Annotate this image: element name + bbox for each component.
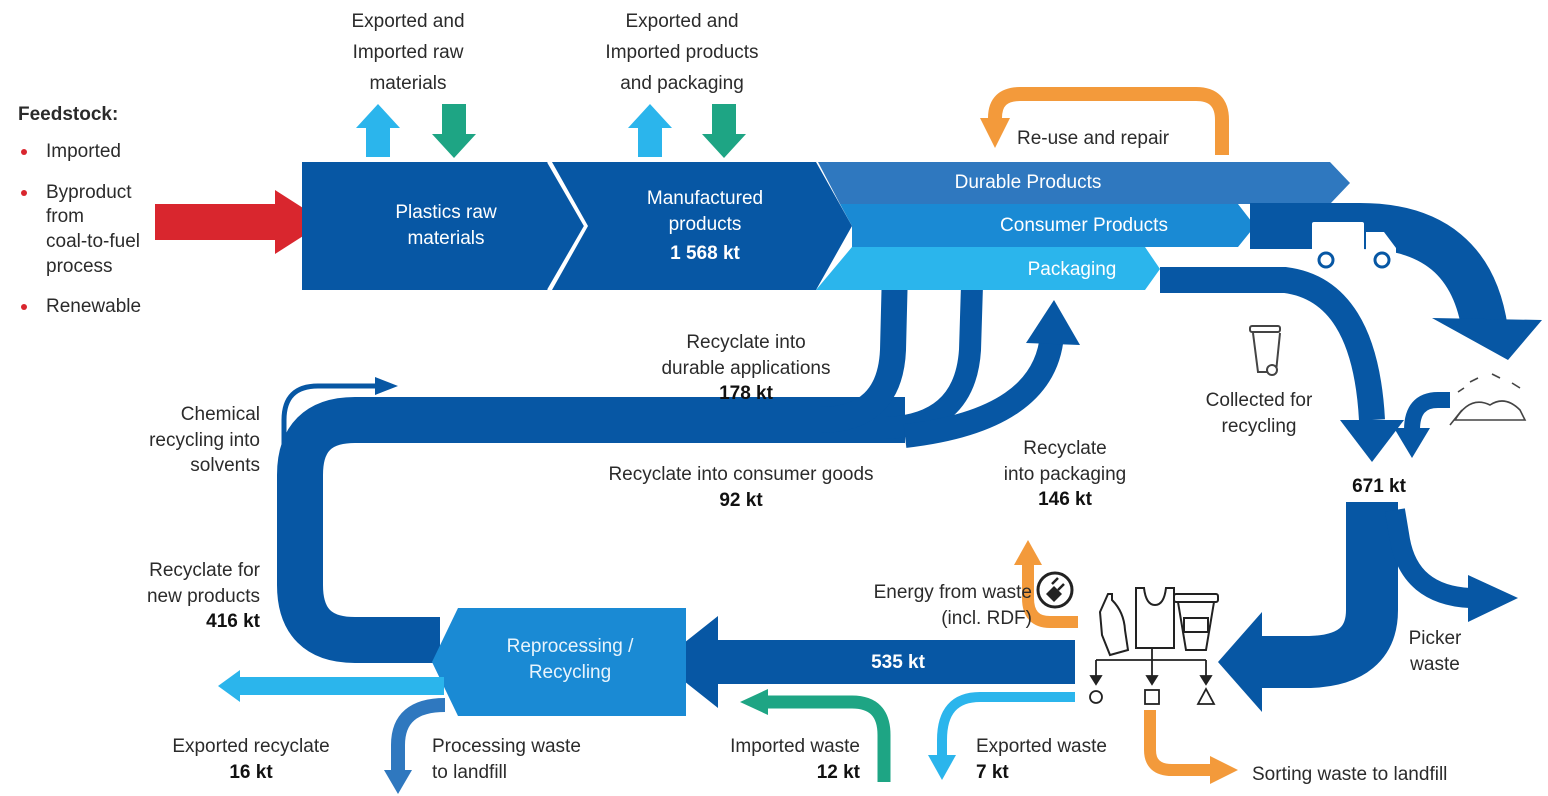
collected-flow	[1160, 267, 1385, 421]
reuse-label: Re-use and repair	[1017, 128, 1170, 149]
feedstock-item-renewable: Renewable	[18, 295, 141, 320]
energy-label: Energy from waste(incl. RDF)	[873, 582, 1032, 629]
to-sorting-arrowhead	[1218, 612, 1262, 712]
sorted-flow-arrow	[660, 616, 1075, 708]
reuse-arrowhead	[980, 118, 1010, 148]
picker-waste-arrowhead	[1468, 575, 1518, 622]
recyclate-loop-band	[277, 397, 905, 663]
feedstock-item-byproduct: Byproduct from coal-to-fuel process	[18, 181, 141, 280]
bottle-icon	[1098, 593, 1130, 657]
recyclate-consumer-flow	[879, 284, 983, 439]
reprocessing-label: Reprocessing /Recycling	[506, 636, 634, 683]
cup-icon	[1173, 593, 1219, 651]
product-import-arrow	[702, 104, 746, 158]
recyclate-durable-flow	[819, 229, 909, 433]
reprocessing-box	[432, 608, 686, 716]
packaging-band	[816, 247, 1160, 290]
feedstock-arrow	[155, 190, 325, 254]
to-sorting-flow	[1255, 502, 1398, 688]
recycle-consumer-label: Recyclate into consumer goods 92 kt	[608, 464, 874, 511]
chemical-recycling-flow	[281, 383, 380, 470]
sorted-value: 535 kt	[871, 652, 925, 673]
product-export-arrow	[628, 104, 672, 157]
energy-flow	[1022, 565, 1078, 628]
collected-arrowhead	[1340, 420, 1404, 462]
sorting-waste-arrowhead	[1210, 756, 1238, 784]
durable-products-band	[818, 162, 1350, 204]
collected-value: 671 kt	[1352, 476, 1406, 497]
sort-shapes-icon	[1089, 648, 1216, 705]
chemical-recycling-arrowhead	[375, 377, 398, 395]
exported-waste-arrowhead	[928, 755, 956, 780]
sorting-waste-label: Sorting waste to landfill	[1252, 764, 1448, 785]
processing-waste-arrowhead	[384, 770, 412, 794]
exported-recyclate-label: Exported recyclate 16 kt	[172, 736, 330, 783]
bin-icon	[1249, 325, 1281, 376]
picker-waste-flow	[1385, 508, 1471, 608]
feedstock-list: Feedstock: Imported Byproduct from coal-…	[18, 104, 141, 336]
raw-import-arrow	[432, 104, 476, 158]
consumer-products-label: Consumer Products	[1000, 215, 1168, 236]
exported-waste-label: Exported waste 7 kt	[976, 736, 1107, 783]
exported-waste-flow	[937, 692, 1075, 755]
recyclate-packaging-flow	[903, 333, 1064, 448]
energy-arrowhead	[1014, 540, 1042, 565]
feedstock-title: Feedstock:	[18, 104, 119, 125]
imported-waste-flow	[765, 695, 891, 782]
manufactured-box	[552, 162, 852, 290]
consumer-products-band	[840, 204, 1255, 247]
plug-icon	[1036, 571, 1074, 609]
reuse-flow	[988, 87, 1229, 155]
litter-collected-arrowhead	[1394, 428, 1430, 458]
post-consumer-flow	[1250, 203, 1508, 334]
feedstock-item-imported: Imported	[18, 140, 141, 165]
packaging-label: Packaging	[1027, 259, 1117, 280]
exported-recyclate-arrow	[218, 670, 444, 702]
litter-collected-flow	[1404, 392, 1450, 431]
post-consumer-arrowhead	[1432, 318, 1542, 360]
sorting-waste-flow	[1144, 710, 1212, 776]
bag-icon	[1135, 587, 1175, 649]
raw-materials-box	[302, 162, 585, 290]
recyclate-packaging-arrowhead	[1026, 300, 1080, 345]
imported-waste-label: Imported waste 12 kt	[730, 736, 860, 783]
litter-icon	[1449, 373, 1527, 426]
durable-products-label: Durable Products	[954, 172, 1102, 193]
raw-export-arrow	[356, 104, 400, 157]
processing-waste-flow	[391, 698, 446, 770]
truck-icon	[1312, 222, 1396, 269]
imported-waste-arrowhead	[740, 689, 768, 715]
